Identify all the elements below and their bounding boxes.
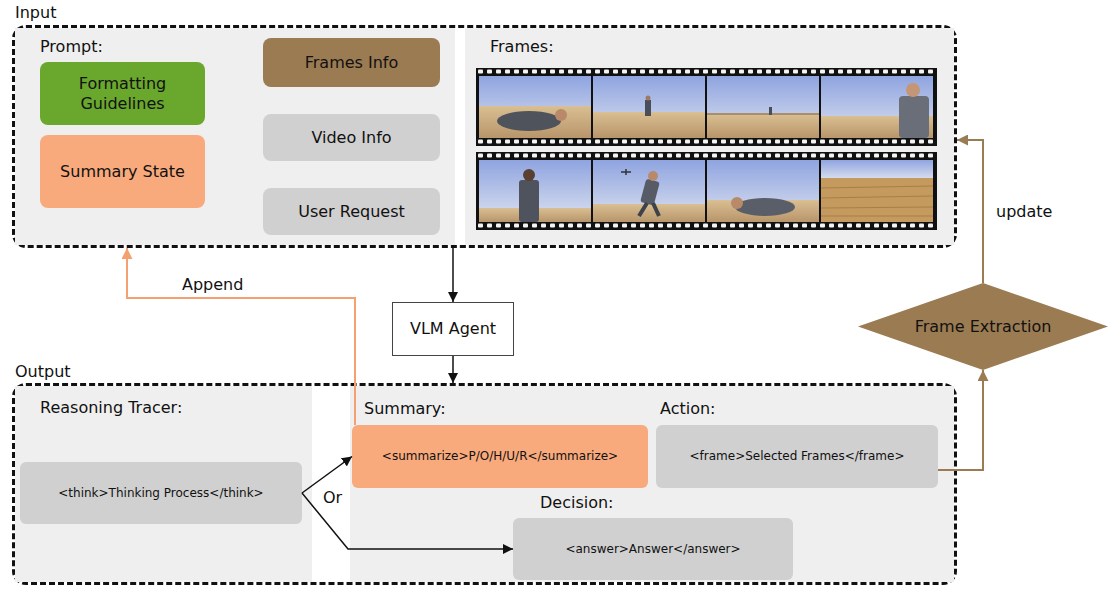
node-label: <summarize>P/O/H/U/R</summarize> bbox=[382, 449, 618, 463]
film-frame bbox=[821, 160, 933, 222]
sky bbox=[707, 76, 819, 138]
ground bbox=[707, 114, 819, 138]
film-frame bbox=[479, 76, 591, 138]
connector bbox=[957, 140, 983, 283]
node-label: <frame>Selected Frames</frame> bbox=[690, 449, 905, 463]
figure-head bbox=[555, 109, 567, 121]
film-frame bbox=[593, 76, 705, 138]
figure bbox=[899, 96, 929, 138]
sprocket-row bbox=[476, 68, 937, 75]
figure bbox=[640, 179, 660, 206]
sky bbox=[479, 160, 591, 222]
sprocket-row bbox=[476, 152, 937, 159]
heading-label: Summary: bbox=[364, 399, 446, 418]
heading-label: Action: bbox=[660, 399, 716, 418]
node-label: <answer>Answer</answer> bbox=[565, 542, 740, 556]
heading-label: Prompt: bbox=[40, 37, 103, 56]
figure-head bbox=[523, 169, 535, 181]
process-box: Frames Info bbox=[263, 38, 440, 87]
film-strip bbox=[476, 152, 937, 230]
agent-box: VLM Agent bbox=[392, 302, 514, 356]
ground bbox=[593, 204, 705, 222]
sky bbox=[821, 76, 933, 138]
sky bbox=[479, 76, 591, 138]
sky bbox=[593, 76, 705, 138]
film-base bbox=[476, 152, 937, 230]
sky bbox=[821, 160, 933, 180]
reasoning-panel: Reasoning Tracer: <think>Thinking Process… bbox=[15, 386, 312, 582]
connector bbox=[127, 248, 355, 425]
sprocket-row bbox=[476, 139, 937, 146]
heading-label: Reasoning Tracer: bbox=[40, 398, 182, 417]
figure bbox=[645, 100, 651, 116]
film-strip-illustration bbox=[476, 68, 937, 230]
film-frame bbox=[479, 160, 591, 222]
node-label: VLM Agent bbox=[410, 319, 496, 338]
decision-diamond: Frame Extraction bbox=[858, 283, 1108, 370]
film-base bbox=[476, 68, 937, 146]
ground bbox=[479, 106, 591, 138]
process-box: User Request bbox=[263, 188, 440, 235]
node-label: Video Info bbox=[311, 128, 391, 147]
node-label: User Request bbox=[298, 202, 405, 221]
film-frame bbox=[707, 160, 819, 222]
tag-box: Decision:<answer>Answer</answer> bbox=[513, 518, 793, 580]
connector bbox=[452, 248, 454, 302]
process-box: Summary State bbox=[40, 135, 205, 208]
process-box: Formatting Guidelines bbox=[40, 62, 205, 125]
heading-label: Input bbox=[15, 3, 56, 22]
process-box: Video Info bbox=[263, 114, 440, 161]
node-label: <think>Thinking Process</think> bbox=[58, 486, 263, 500]
figure bbox=[497, 111, 561, 131]
connector bbox=[938, 370, 983, 470]
sprocket-row bbox=[476, 223, 937, 230]
edge-label: Append bbox=[179, 275, 246, 294]
heading-label: Frames: bbox=[490, 37, 554, 56]
prompt-panel: Prompt: Formatting GuidelinesSummary Stat… bbox=[15, 28, 455, 245]
figure-legs bbox=[639, 203, 659, 216]
tag-box: Action:<frame>Selected Frames</frame> bbox=[656, 425, 938, 488]
tag-box: Summary:<summarize>P/O/H/U/R</summarize> bbox=[352, 425, 648, 488]
node-label: Summary State bbox=[60, 162, 185, 181]
connector bbox=[452, 356, 454, 383]
heading-label: Decision: bbox=[540, 493, 614, 512]
node-label: Formatting Guidelines bbox=[48, 74, 197, 112]
horizon bbox=[707, 113, 819, 115]
edge-label: update bbox=[993, 202, 1055, 221]
figure bbox=[519, 180, 539, 222]
node-label: Frames Info bbox=[305, 53, 399, 72]
film-frame bbox=[821, 76, 933, 138]
film-frame bbox=[707, 76, 819, 138]
figure-head bbox=[648, 171, 658, 181]
note-label: Or bbox=[320, 488, 345, 507]
field-rows bbox=[821, 186, 933, 216]
film-strip bbox=[476, 68, 937, 146]
diamond-shape bbox=[858, 283, 1108, 370]
heading-label: Output bbox=[15, 362, 71, 381]
figure bbox=[735, 198, 795, 216]
output-container: OutputReasoning Tracer:<think>Thinking P… bbox=[12, 383, 957, 585]
sky bbox=[707, 160, 819, 222]
sky bbox=[593, 160, 705, 222]
field bbox=[821, 178, 933, 222]
figure-head bbox=[731, 197, 743, 209]
film-frame bbox=[593, 160, 705, 222]
plane bbox=[621, 169, 631, 175]
tag-box: <think>Thinking Process</think> bbox=[20, 462, 302, 524]
figure-head bbox=[906, 83, 920, 97]
figure bbox=[769, 107, 772, 115]
node-label: Frame Extraction bbox=[915, 317, 1052, 336]
figure-head bbox=[646, 96, 651, 101]
